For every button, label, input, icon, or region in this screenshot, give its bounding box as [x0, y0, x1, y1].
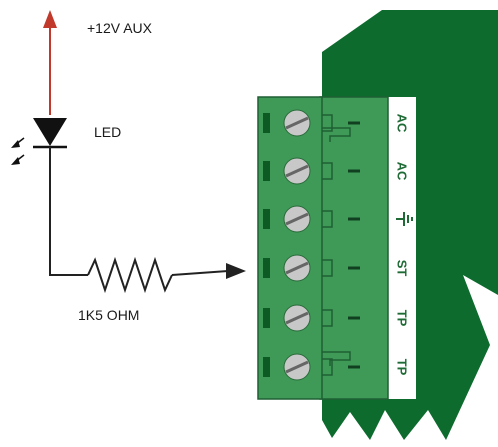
pin-bracket — [322, 309, 333, 327]
latch-bottom — [322, 351, 351, 366]
resistor-icon — [87, 256, 173, 294]
pin-stub — [348, 266, 360, 270]
led-icon — [33, 118, 67, 146]
resistor-label: 1K5 OHM — [78, 307, 139, 323]
screw-slot — [285, 360, 309, 374]
screw-slot — [285, 212, 309, 226]
pin-bracket — [322, 259, 333, 277]
supply-arrow-head — [43, 10, 57, 28]
wire-resistor-to-terminal — [171, 270, 229, 276]
connector-back — [319, 96, 389, 400]
pin-bracket — [322, 358, 333, 376]
led-label: LED — [94, 124, 121, 140]
terminal-label: AC — [395, 114, 410, 133]
pin-stub — [348, 121, 360, 125]
screw-slot — [285, 311, 309, 325]
terminal-tab — [263, 308, 270, 328]
terminal-tab — [263, 113, 270, 133]
terminal-tab — [263, 258, 270, 278]
supply-label: +12V AUX — [87, 20, 153, 36]
pin-bracket — [322, 162, 333, 180]
terminal-tab — [263, 357, 270, 377]
terminal-label: AC — [395, 162, 410, 181]
wire-led-to-resistor — [49, 147, 88, 276]
terminal-block — [257, 96, 323, 400]
pin-stub — [348, 316, 360, 320]
terminal-tab — [263, 209, 270, 229]
light-emission-icon — [11, 137, 25, 165]
terminal-label-strip — [388, 97, 416, 399]
pin-bracket — [322, 114, 333, 132]
terminal-arrow-head — [226, 263, 246, 279]
pin-stub — [348, 217, 360, 221]
screw-slot — [285, 164, 309, 178]
ground-icon — [396, 212, 413, 226]
screw-slot — [285, 261, 309, 275]
pin-stub — [348, 169, 360, 173]
terminal-label: TP — [395, 310, 410, 327]
pin-stub — [348, 365, 360, 369]
terminal-label: ST — [395, 260, 410, 277]
terminal-label: TP — [395, 359, 410, 376]
screw-slot — [285, 116, 309, 130]
terminal-tab — [263, 161, 270, 181]
latch-top — [322, 127, 351, 142]
pin-bracket — [322, 210, 333, 228]
